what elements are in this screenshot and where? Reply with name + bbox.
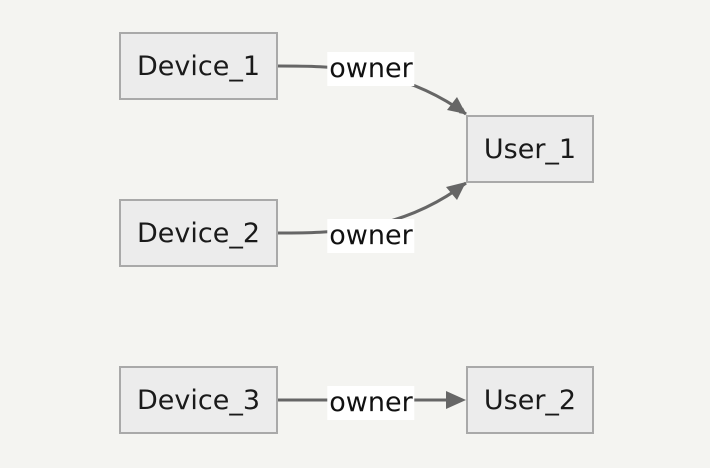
- arrowhead-user-1-top: [447, 97, 466, 114]
- arrowhead-user-2: [446, 391, 466, 409]
- node-user-2[interactable]: User_2: [466, 366, 594, 434]
- node-user-1[interactable]: User_1: [466, 115, 594, 183]
- node-device-2[interactable]: Device_2: [119, 199, 278, 267]
- node-user-2-label: User_2: [483, 384, 577, 416]
- node-device-1[interactable]: Device_1: [119, 32, 278, 100]
- edge-label-device-1-owner: owner: [327, 52, 415, 86]
- arrowhead-user-1-bottom: [446, 182, 466, 200]
- edge-label-device-2-owner: owner: [327, 219, 415, 253]
- node-user-1-label: User_1: [483, 133, 577, 165]
- node-device-3-label: Device_3: [136, 384, 261, 416]
- edge-label-device-3-owner: owner: [327, 386, 415, 420]
- node-device-1-label: Device_1: [136, 50, 261, 82]
- node-device-2-label: Device_2: [136, 217, 261, 249]
- node-device-3[interactable]: Device_3: [119, 366, 278, 434]
